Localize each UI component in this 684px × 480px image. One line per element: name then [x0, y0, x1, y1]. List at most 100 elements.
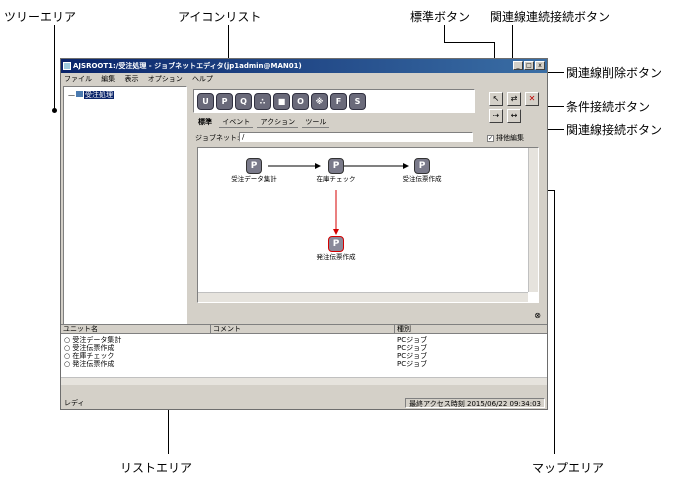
jobnet-label: ジョブネット: [195, 134, 240, 142]
condition-connect-button[interactable]: ⇢ [489, 109, 503, 123]
palette-tabs: 標準 イベント アクション ツール [195, 117, 331, 128]
tab-tool[interactable]: ツール [302, 117, 330, 128]
pc-job-icon: P [328, 158, 344, 174]
tree-connector: — [68, 91, 75, 99]
callout-icon-list: アイコンリスト [178, 10, 262, 24]
window-title: AJSROOT1:/受注処理 - ジョブネットエディタ(jp1admin@MAN… [73, 62, 302, 70]
flexible-job-icon[interactable]: ■ [273, 93, 290, 110]
event-job-icon[interactable]: ※ [311, 93, 328, 110]
leader-dot-tree [52, 108, 57, 113]
job-bullet-icon: ○ [64, 360, 73, 368]
list-horizontal-scrollbar[interactable] [61, 377, 547, 385]
map-area[interactable]: P 受注データ集計 P 在庫チェック P 受注伝票作成 P 発注伝票作成 [197, 147, 539, 303]
menu-edit[interactable]: 編集 [101, 75, 116, 83]
map-vertical-scrollbar[interactable] [528, 148, 538, 292]
status-bar: レディ 最終アクセス時刻 2015/06/22 09:34:03 [61, 397, 547, 409]
jobnet-field[interactable]: / [239, 132, 473, 142]
jobnet-icon [76, 91, 83, 97]
icon-list: U P Q ∴ ■ O ※ F S [193, 89, 475, 113]
tree-item-root[interactable]: —受注処理 [68, 90, 114, 100]
service-job-icon[interactable]: S [349, 93, 366, 110]
leader-tree [54, 25, 55, 110]
job-inventory-check[interactable]: P 在庫チェック [306, 158, 366, 183]
minimize-button[interactable]: _ [513, 61, 523, 70]
relation-delete-button[interactable]: ✕ [525, 92, 539, 106]
exclusive-edit-check[interactable]: ✓ [487, 135, 494, 142]
list-toggle-bar: ⊗ [63, 311, 545, 321]
list-row[interactable]: ○ 受注伝票作成 PCジョブ [61, 344, 547, 352]
list-header: ユニット名 コメント 種別 [61, 325, 547, 334]
callout-relation-delete-button: 関連線削除ボタン [566, 66, 663, 80]
row-unit-name: 在庫チェック [72, 352, 115, 360]
map-horizontal-scrollbar[interactable] [198, 292, 528, 302]
job-label: 受注データ集計 [231, 175, 277, 183]
exclusive-edit-label: 排他編集 [496, 134, 524, 142]
leader-icon-list [228, 25, 229, 90]
relation-chain-button[interactable]: ⇄ [507, 92, 521, 106]
expand-icon[interactable]: ⊗ [534, 311, 541, 320]
callout-condition-connect-button: 条件接続ボタン [566, 100, 651, 114]
or-job-icon[interactable]: O [292, 93, 309, 110]
job-purchase-order-creation[interactable]: P 発注伝票作成 [306, 236, 366, 261]
leader-delete [536, 72, 564, 73]
callout-standard-button: 標準ボタン [410, 10, 471, 24]
pc-job-icon: P [414, 158, 430, 174]
row-type: PCジョブ [397, 352, 428, 360]
menu-bar: ファイル 編集 表示 オプション ヘルプ [61, 73, 547, 85]
column-unit-name[interactable]: ユニット名 [61, 325, 211, 334]
row-unit-name: 受注伝票作成 [72, 344, 115, 352]
column-comment[interactable]: コメント [211, 325, 395, 334]
menu-options[interactable]: オプション [147, 75, 183, 83]
standard-button[interactable]: ↖ [489, 92, 503, 106]
job-label: 発注伝票作成 [316, 253, 356, 261]
map-connections [268, 163, 409, 235]
title-bar[interactable]: AJSROOT1:/受注処理 - ジョブネットエディタ(jp1admin@MAN… [61, 59, 547, 73]
job-bullet-icon: ○ [64, 336, 73, 344]
list-row[interactable]: ○ 受注データ集計 PCジョブ [61, 336, 547, 344]
leader-standard-b [444, 42, 494, 43]
job-label: 在庫チェック [316, 175, 356, 183]
relation-connect-button[interactable]: ↔ [507, 109, 521, 123]
pc-job-icon[interactable]: P [216, 93, 233, 110]
tree-area[interactable]: —受注処理 [63, 86, 187, 332]
callout-list-area: リストエリア [120, 461, 193, 475]
callout-map-area: マップエリア [532, 461, 605, 475]
column-type[interactable]: 種別 [397, 325, 411, 333]
row-type: PCジョブ [397, 344, 428, 352]
tab-event[interactable]: イベント [219, 117, 254, 128]
unit-u-icon[interactable]: U [197, 93, 214, 110]
job-label: 受注伝票作成 [402, 175, 442, 183]
file-job-icon[interactable]: F [330, 93, 347, 110]
row-unit-name: 受注データ集計 [72, 336, 122, 344]
leader-map-b [554, 190, 555, 454]
job-order-data-aggregation[interactable]: P 受注データ集計 [224, 158, 284, 183]
tab-action[interactable]: アクション [257, 117, 299, 128]
close-button[interactable]: x [535, 61, 545, 70]
menu-view[interactable]: 表示 [124, 75, 139, 83]
status-text: レディ [64, 399, 85, 407]
menu-help[interactable]: ヘルプ [191, 75, 213, 83]
row-unit-name: 発注伝票作成 [72, 360, 115, 368]
queue-job-icon[interactable]: Q [235, 93, 252, 110]
job-bullet-icon: ○ [64, 352, 73, 360]
judgment-icon[interactable]: ∴ [254, 93, 271, 110]
leader-standard-a [444, 25, 445, 43]
callout-tree-area: ツリーエリア [4, 10, 77, 24]
jobnet-editor-window: AJSROOT1:/受注処理 - ジョブネットエディタ(jp1admin@MAN… [60, 58, 548, 410]
app-icon [63, 62, 71, 70]
job-bullet-icon: ○ [64, 344, 73, 352]
list-area[interactable]: ユニット名 コメント 種別 ○ 受注データ集計 PCジョブ ○ 受注伝票作成 P… [61, 324, 547, 385]
row-type: PCジョブ [397, 360, 428, 368]
maximize-button[interactable]: □ [524, 61, 534, 70]
pc-job-icon: P [328, 236, 344, 252]
job-order-slip-creation[interactable]: P 受注伝票作成 [392, 158, 452, 183]
menu-file[interactable]: ファイル [64, 75, 92, 83]
row-type: PCジョブ [397, 336, 428, 344]
list-row[interactable]: ○ 発注伝票作成 PCジョブ [61, 360, 547, 368]
callout-relation-connect-button: 関連線接続ボタン [566, 123, 663, 137]
callout-relation-chain-button: 関連線連続接続ボタン [490, 10, 611, 24]
exclusive-edit-checkbox[interactable]: ✓排他編集 [487, 133, 524, 143]
list-row[interactable]: ○ 在庫チェック PCジョブ [61, 352, 547, 360]
tab-standard[interactable]: 標準 [198, 118, 212, 126]
pc-job-icon: P [246, 158, 262, 174]
